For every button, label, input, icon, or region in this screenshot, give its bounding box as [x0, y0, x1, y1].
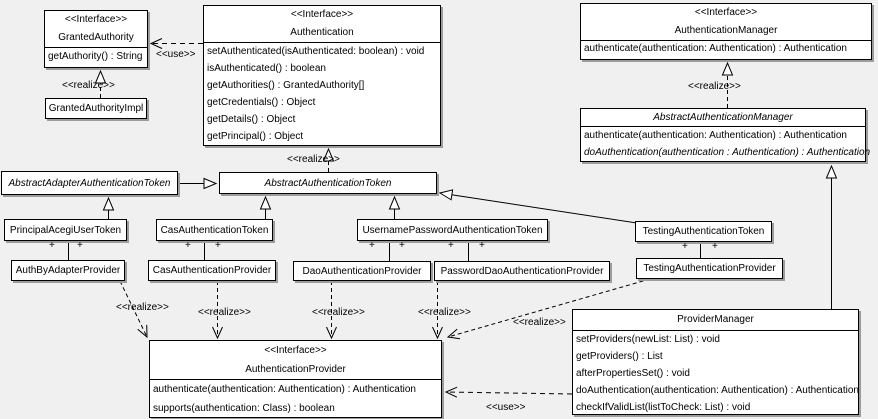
class-name: AbstractAuthenticationToken [264, 177, 392, 189]
compartment-divider [45, 47, 147, 48]
class-name: AbstractAdapterAuthenticationToken [8, 177, 171, 189]
class-name: PrincipalAcegiUserToken [9, 224, 122, 236]
class-testing-authentication-provider[interactable]: TestingAuthenticationProvider [636, 258, 783, 279]
class-name: TestingAuthenticationProvider [643, 263, 776, 274]
class-granted-authority-impl[interactable]: GrantedAuthorityImpl [45, 98, 147, 119]
realize-label: <<realize>> [312, 307, 365, 318]
realize-label: <<realize>> [116, 302, 169, 313]
method: setProviders(newList: List) : void [576, 334, 720, 345]
method: checkIfValidList(listToCheck: List) : vo… [576, 402, 751, 413]
class-name: ProviderManager [677, 314, 754, 325]
use-label: <<use>> [156, 49, 196, 60]
compartment-divider [204, 42, 440, 43]
class-abstract-authentication-token[interactable]: AbstractAuthenticationToken [219, 172, 437, 194]
multiplicity-plus: + [49, 240, 55, 251]
multiplicity-plus: + [77, 240, 83, 251]
class-principal-acegi-user-token[interactable]: PrincipalAcegiUserToken [4, 219, 127, 241]
realize-label: <<realize>> [513, 317, 566, 328]
method: getDetails() : Object [207, 114, 296, 125]
class-name: UsernamePasswordAuthenticationToken [362, 224, 543, 236]
realize-label: <<realize>> [688, 81, 741, 92]
realize-label: <<realize>> [198, 307, 251, 318]
class-cas-authentication-token[interactable]: CasAuthenticationToken [156, 219, 273, 241]
method: authenticate(authentication: Authenticat… [584, 130, 847, 141]
realize-authbyadapterprovider-to-authenticationprovider [119, 280, 148, 339]
class-username-password-authentication-token[interactable]: UsernamePasswordAuthenticationToken [357, 219, 548, 241]
class-name: CasAuthenticationToken [160, 224, 269, 236]
class-name: GrantedAuthorityImpl [48, 103, 144, 114]
multiplicity-plus: + [712, 241, 718, 252]
class-granted-authority[interactable]: <<Interface>> GrantedAuthority getAuthor… [44, 10, 148, 68]
class-auth-by-adapter-provider[interactable]: AuthByAdapterProvider [11, 260, 125, 281]
class-name: AuthenticationProvider [245, 364, 346, 375]
method-abstract: doAuthentication(authentication : Authen… [584, 147, 871, 158]
method: getPrincipal() : Object [207, 131, 304, 142]
class-authentication-provider[interactable]: <<Interface>> AuthenticationProvider aut… [149, 340, 442, 418]
class-dao-authentication-provider[interactable]: DaoAuthenticationProvider [293, 261, 431, 281]
class-name: AuthByAdapterProvider [15, 265, 121, 276]
use-label: <<use>> [486, 402, 526, 413]
class-authentication[interactable]: <<Interface>> Authentication setAuthenti… [203, 5, 441, 146]
method: getProviders() : List [576, 351, 663, 362]
method: isAuthenticated() : boolean [207, 63, 326, 74]
method: authenticate(authentication: Authenticat… [584, 43, 847, 54]
class-abstract-adapter-authentication-token[interactable]: AbstractAdapterAuthenticationToken [1, 171, 178, 195]
realize-label: <<realize>> [287, 154, 340, 165]
class-password-dao-authentication-provider[interactable]: PasswordDaoAuthenticationProvider [434, 261, 610, 281]
realize-testingprovider-to-authenticationprovider [446, 278, 651, 340]
class-name: PasswordDaoAuthenticationProvider [440, 265, 604, 277]
class-authentication-manager[interactable]: <<Interface>> AuthenticationManager auth… [580, 3, 872, 60]
compartment-divider [150, 379, 441, 380]
class-name: GrantedAuthority [58, 32, 134, 43]
method: getAuthority() : String [48, 51, 143, 62]
multiplicity-plus: + [479, 240, 485, 251]
realize-label: <<realize>> [62, 80, 115, 91]
multiplicity-plus: + [369, 240, 375, 251]
multiplicity-plus: + [399, 240, 405, 251]
class-provider-manager[interactable]: ProviderManager setProviders(newList: Li… [572, 309, 859, 415]
use-providermanager-to-authenticationprovider [444, 386, 573, 398]
class-abstract-authentication-manager[interactable]: AbstractAuthenticationManager authentica… [580, 108, 871, 162]
method: authenticate(authentication: Authenticat… [153, 384, 416, 395]
multiplicity-plus: + [185, 240, 191, 251]
stereotype: <<Interface>> [290, 9, 354, 20]
class-name: Authentication [290, 27, 354, 38]
stereotype: <<Interface>> [64, 14, 128, 25]
multiplicity-plus: + [215, 240, 221, 251]
class-name: DaoAuthenticationProvider [302, 265, 422, 277]
class-cas-authentication-provider[interactable]: CasAuthenticationProvider [148, 260, 276, 281]
method: supports(authentication: Class) : boolea… [153, 403, 335, 414]
compartment-divider [581, 40, 871, 41]
stereotype: <<Interface>> [694, 7, 758, 18]
multiplicity-plus: + [448, 240, 454, 251]
class-name: TestingAuthenticationToken [642, 226, 765, 237]
class-testing-authentication-token[interactable]: TestingAuthenticationToken [635, 221, 772, 242]
method: doAuthentication(authentication: Authent… [576, 385, 859, 396]
method: afterPropertiesSet() : void [576, 368, 690, 379]
method: setAuthenticated(isAuthenticated: boolea… [207, 46, 425, 57]
class-name: AbstractAuthenticationManager [653, 112, 793, 123]
method: getAuthorities() : GrantedAuthority[] [207, 80, 365, 91]
realize-label: <<realize>> [418, 307, 471, 318]
method: getCredentials() : Object [207, 97, 316, 108]
generalization-testingtoken-to-abstracttoken [438, 189, 638, 224]
multiplicity-plus: + [682, 241, 688, 252]
stereotype: <<Interface>> [264, 345, 327, 356]
class-name: CasAuthenticationProvider [152, 265, 272, 276]
class-name: AuthenticationManager [674, 25, 778, 36]
compartment-divider [573, 330, 858, 331]
compartment-divider [581, 126, 865, 127]
